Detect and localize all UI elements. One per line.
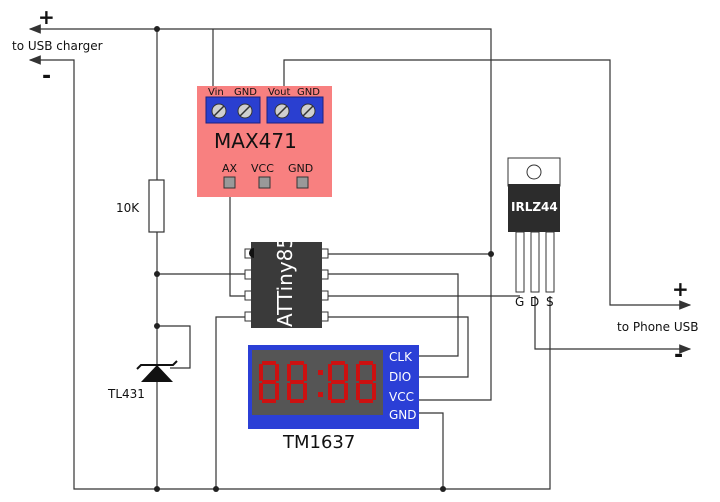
mosfet-body: [508, 184, 560, 232]
mosfet-pin-g: G: [515, 295, 524, 309]
terminal-vout-label: Vout: [268, 87, 291, 98]
zener-label: TL431: [107, 387, 145, 401]
mosfet-lead-s: [545, 231, 555, 293]
usb-plus-label: +: [38, 5, 55, 29]
pin-gnd-pad: [296, 176, 309, 189]
tm-pin-dio: DIO: [389, 370, 411, 384]
resistor-10k: 10K: [116, 179, 165, 233]
resistor-label: 10K: [116, 201, 140, 215]
usb-charger-label: to USB charger: [12, 39, 103, 53]
junction-dot: [154, 271, 160, 277]
attiny-gnd-wire: [215, 316, 247, 489]
colon-dot: [318, 370, 323, 375]
junction-dot: [154, 486, 160, 492]
irlz44-mosfet: IRLZ44 G D S: [507, 157, 561, 309]
tl431-zener: TL431: [107, 360, 178, 401]
terminal-gnd2-label: GND: [297, 87, 320, 98]
phone-minus-label: -: [674, 343, 683, 368]
wires: [28, 24, 692, 490]
junction-dot: [213, 486, 219, 492]
terminal-gnd-label: GND: [234, 87, 257, 98]
junction-dot: [440, 486, 446, 492]
plus-rail-wire: [28, 24, 492, 401]
pin-ax-label: AX: [222, 162, 238, 175]
drain-wire: [534, 296, 692, 354]
tm-pin-gnd: GND: [389, 408, 417, 422]
usb-minus-label: -: [42, 64, 51, 89]
junction-dot: [154, 26, 160, 32]
tm1637-gnd-wire: [418, 412, 444, 489]
max471-title: MAX471: [214, 129, 297, 153]
mosfet-lead-g: [515, 231, 525, 293]
tm-pin-clk: CLK: [389, 350, 413, 364]
ax-wire: [229, 189, 247, 297]
resistor-body: [148, 179, 165, 233]
attiny-body: [251, 242, 322, 328]
tm1637-title: TM1637: [282, 432, 355, 453]
tl431-ref-wire: [157, 325, 191, 369]
pin-gnd-label: GND: [288, 162, 313, 175]
pin1-notch-icon: [249, 248, 254, 258]
pin-vcc-pad: [258, 176, 271, 189]
vout-wire: [283, 59, 692, 310]
colon-dot: [318, 392, 323, 397]
mosfet-pin-s: S: [546, 295, 554, 309]
attiny-dio-wire: [328, 316, 469, 378]
tm-pin-vcc: VCC: [389, 390, 414, 404]
mosfet-hole-icon: [526, 164, 542, 180]
junctions: [154, 26, 494, 492]
junction-dot: [488, 251, 494, 257]
phone-plus-label: +: [672, 277, 689, 301]
zener-bar: [136, 360, 178, 370]
mosfet-label: IRLZ44: [511, 200, 558, 214]
minus-rail-wire: [28, 55, 551, 490]
attiny-label: ATTiny85: [273, 236, 297, 327]
max471-board: Vin GND Vout GND MAX471 AX VCC GND: [197, 86, 332, 197]
phone-usb-label: to Phone USB: [617, 320, 698, 334]
zener-triangle: [141, 365, 173, 382]
attiny-clk-wire: [328, 273, 459, 357]
pin-vcc-label: VCC: [251, 162, 274, 175]
mosfet-pin-d: D: [530, 295, 539, 309]
attiny85-chip: ATTiny85: [244, 236, 329, 328]
junction-dot: [154, 323, 160, 329]
pin-ax-pad: [223, 176, 236, 189]
tm1637-board: CLK DIO VCC GND TM1637: [248, 345, 419, 453]
terminal-vin-label: Vin: [208, 87, 224, 98]
mosfet-lead-d: [530, 231, 540, 293]
